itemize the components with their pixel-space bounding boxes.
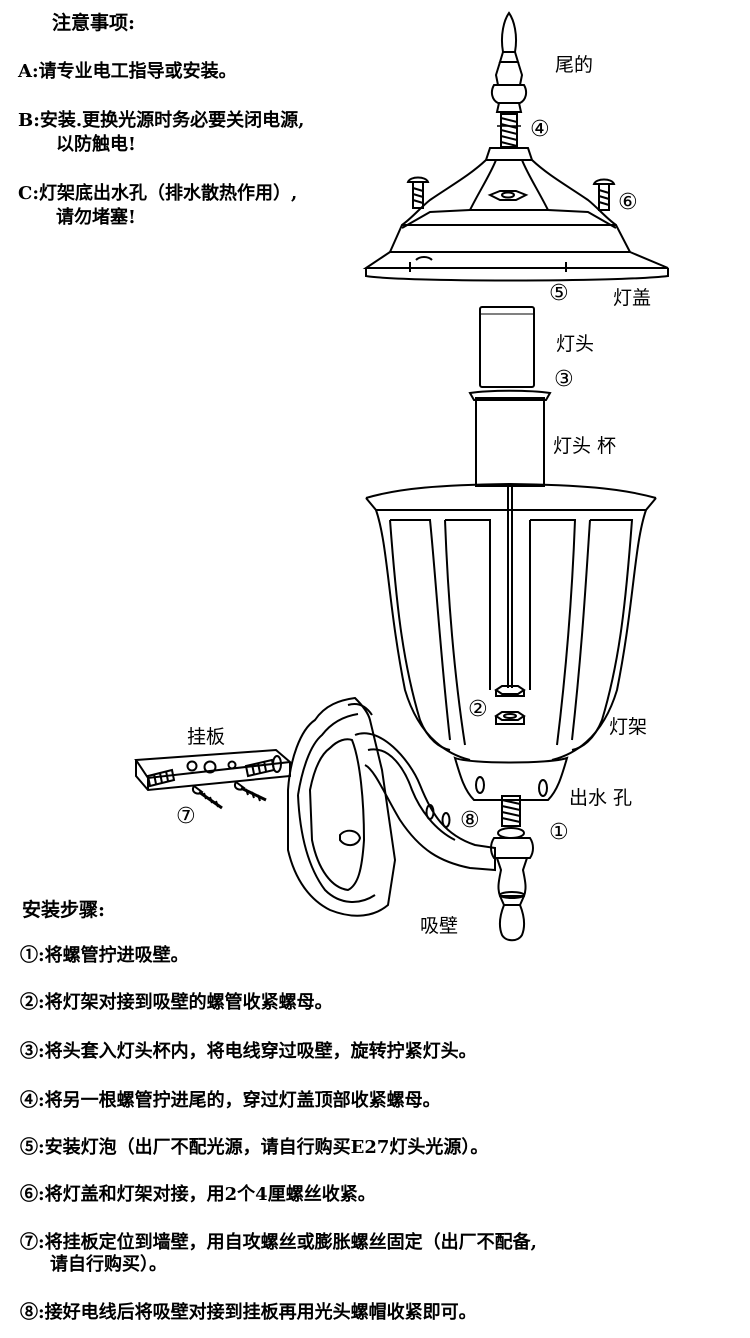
step-2: ②:将灯架对接到吸壁的螺管收紧螺母。 bbox=[20, 992, 333, 1013]
step-4: ④:将另一根螺管拧进尾的，穿过灯盖顶部收紧螺母。 bbox=[20, 1090, 441, 1111]
lamp-frame-part bbox=[365, 482, 657, 801]
step-8: ⑧:接好电线后将吸壁对接到挂板再用光头螺帽收紧即可。 bbox=[20, 1302, 477, 1323]
label-mount-plate: 挂板 bbox=[187, 726, 226, 748]
step-3: ③:将头套入灯头杯内，将电线穿过吸壁，旋转拧紧灯头。 bbox=[20, 1041, 477, 1062]
callout-4: ④ bbox=[530, 117, 550, 142]
callout-5: ⑤ bbox=[549, 281, 569, 306]
threaded-tube-1 bbox=[497, 795, 525, 839]
step-6: ⑥:将灯盖和灯架对接，用2个4厘螺丝收紧。 bbox=[20, 1184, 376, 1205]
callout-8: ⑧ bbox=[460, 808, 480, 833]
wire bbox=[507, 486, 513, 688]
step-7: ⑦:将挂板定位到墙壁，用自攻螺丝或膨胀螺丝固定（出厂不配备, 请自行购买）。 bbox=[20, 1232, 537, 1276]
step-1: ①:将螺管拧进吸壁。 bbox=[20, 945, 189, 966]
callout-2: ② bbox=[468, 697, 488, 722]
notice-b-line1: B:安装.更换光源时务必要关闭电源, bbox=[18, 110, 305, 131]
notice-c-line1: C:灯架底出水孔（排水散热作用）, bbox=[18, 183, 298, 204]
callout-1: ① bbox=[549, 820, 569, 845]
notice-c-line2: 请勿堵塞! bbox=[56, 207, 136, 228]
wood-screw-7-left bbox=[192, 784, 223, 810]
callout-7: ⑦ bbox=[176, 804, 196, 829]
label-finial: 尾的 bbox=[555, 54, 594, 76]
threaded-tube-4 bbox=[497, 113, 521, 148]
lamp-lid-part bbox=[362, 147, 669, 282]
label-frame: 灯架 bbox=[609, 716, 648, 738]
step-7-line2: 请自行购买）。 bbox=[50, 1254, 167, 1275]
label-wall-arm: 吸壁 bbox=[420, 915, 459, 937]
notice-c: C:灯架底出水孔（排水散热作用）, 请勿堵塞! bbox=[18, 182, 297, 230]
socket-cup-part bbox=[468, 389, 552, 487]
wood-screw-7-right bbox=[234, 780, 267, 802]
notice-b-line2: 以防触电! bbox=[56, 134, 136, 155]
steps-title: 安装步骤: bbox=[22, 899, 106, 921]
notice-a: A:请专业电工指导或安装。 bbox=[18, 61, 237, 82]
notice-b: B:安装.更换光源时务必要关闭电源, 以防触电! bbox=[18, 109, 304, 157]
label-socket-cup: 灯头 杯 bbox=[553, 435, 617, 457]
step-7-line1: ⑦:将挂板定位到墙壁，用自攻螺丝或膨胀螺丝固定（出厂不配备, bbox=[20, 1232, 537, 1253]
step-5: ⑤:安装灯泡（出厂不配光源，请自行购买E27灯头光源）。 bbox=[20, 1137, 489, 1158]
finial-part bbox=[490, 11, 528, 113]
label-drain-hole: 出水 孔 bbox=[569, 787, 633, 809]
label-lid: 灯盖 bbox=[613, 287, 652, 309]
notice-title: 注意事项: bbox=[52, 12, 136, 34]
mount-plate-part bbox=[134, 748, 293, 792]
wall-arm-part bbox=[287, 696, 534, 942]
callout-3: ③ bbox=[554, 367, 574, 392]
socket-part bbox=[479, 306, 535, 388]
screw-6-right bbox=[592, 178, 616, 211]
screw-6-left bbox=[406, 176, 430, 209]
label-socket: 灯头 bbox=[556, 333, 595, 355]
callout-6: ⑥ bbox=[618, 190, 638, 215]
